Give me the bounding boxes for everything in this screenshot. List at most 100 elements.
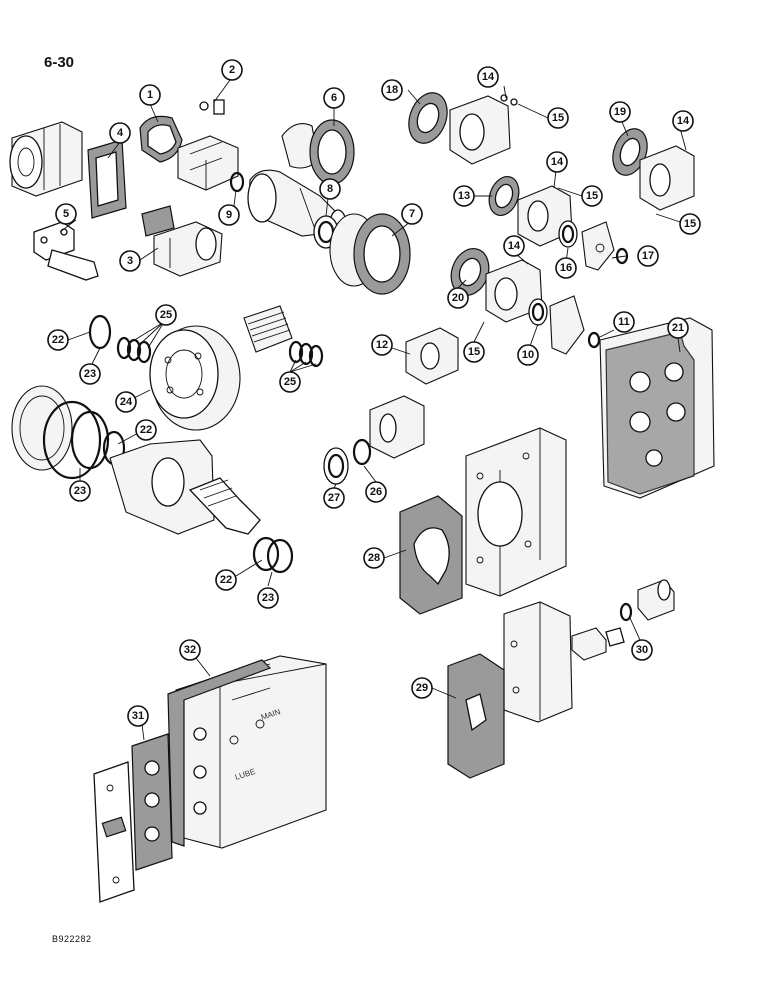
mounting-gasket-4 — [87, 139, 127, 219]
callout-18: 18 — [381, 79, 403, 101]
transmission-case-right — [599, 317, 715, 499]
callout-6: 6 — [323, 87, 345, 109]
callout-14-c: 14 — [546, 151, 568, 173]
clutch-hub — [11, 385, 102, 480]
callout-22-c-label: 22 — [220, 574, 232, 586]
callout-2: 2 — [221, 59, 243, 81]
plug-30 — [637, 579, 675, 621]
cover-plate — [93, 761, 135, 903]
callout-14-a-label: 14 — [482, 71, 495, 83]
callout-1: 1 — [139, 84, 161, 106]
callout-27-label: 27 — [328, 492, 340, 504]
valve-block: MAIN LUBE — [175, 655, 327, 849]
input-shaft — [109, 439, 261, 535]
clutch-drum-24 — [149, 325, 241, 431]
callout-25-a-label: 25 — [160, 309, 172, 321]
valve-plate-small — [141, 205, 175, 237]
callout-15-a-label: 15 — [552, 112, 564, 124]
callout-2-label: 2 — [229, 64, 235, 76]
callout-15-d-label: 15 — [468, 346, 480, 358]
callout-26: 26 — [365, 481, 387, 503]
callout-21-label: 21 — [672, 322, 684, 334]
callout-19-label: 19 — [614, 106, 626, 118]
snap-ring-26 — [352, 438, 372, 466]
callout-11: 11 — [613, 311, 635, 333]
callout-18-label: 18 — [386, 84, 398, 96]
callout-26-label: 26 — [370, 486, 382, 498]
callout-17: 17 — [637, 245, 659, 267]
drive-motor-assembly — [9, 121, 83, 197]
spring-pack — [243, 305, 293, 353]
o-ring-11 — [587, 331, 601, 349]
callout-31: 31 — [127, 705, 149, 727]
cover-middle — [517, 185, 573, 247]
callout-14-b-label: 14 — [677, 115, 690, 127]
piston-rings-25-right — [288, 340, 324, 368]
callout-3: 3 — [119, 250, 141, 272]
callout-27: 27 — [323, 487, 345, 509]
callout-15-b: 15 — [581, 185, 603, 207]
small-housing-top — [369, 395, 425, 459]
retainer-plate — [581, 221, 615, 271]
callout-23-b-label: 23 — [74, 485, 86, 497]
snap-ring-23-upper — [70, 410, 110, 470]
callout-15-c: 15 — [679, 213, 701, 235]
callout-25-b-label: 25 — [284, 376, 296, 388]
callout-24: 24 — [115, 391, 137, 413]
callout-16: 16 — [555, 257, 577, 279]
callout-21: 21 — [667, 317, 689, 339]
callout-14-d-label: 14 — [508, 240, 521, 252]
callout-28-label: 28 — [368, 552, 380, 564]
callout-22-b-label: 22 — [140, 424, 152, 436]
gasket-13 — [488, 176, 520, 216]
callout-14-d: 14 — [503, 235, 525, 257]
callout-15-d: 15 — [463, 341, 485, 363]
gasket-31 — [131, 733, 173, 871]
pump-housing-center — [465, 427, 567, 597]
callout-15-b-label: 15 — [586, 190, 598, 202]
callout-23-a-label: 23 — [84, 368, 96, 380]
callout-14-a: 14 — [477, 66, 499, 88]
callout-9: 9 — [218, 204, 240, 226]
callout-1-label: 1 — [147, 89, 153, 101]
callout-24-label: 24 — [120, 396, 133, 408]
callout-14-c-label: 14 — [551, 156, 564, 168]
callout-15-c-label: 15 — [684, 218, 696, 230]
callout-19: 19 — [609, 101, 631, 123]
callout-29-label: 29 — [416, 682, 428, 694]
callout-25-a: 25 — [155, 304, 177, 326]
cover-12 — [405, 327, 459, 385]
callout-4-label: 4 — [117, 127, 124, 139]
o-ring-17 — [615, 247, 629, 265]
callout-23-c: 23 — [257, 587, 279, 609]
callout-30-label: 30 — [636, 644, 648, 656]
relief-valve — [571, 627, 625, 661]
valve-body-29 — [503, 601, 573, 723]
valve-body-upper — [177, 99, 239, 191]
drawing-code: B922282 — [52, 934, 92, 944]
callout-28: 28 — [363, 547, 385, 569]
callout-12: 12 — [371, 334, 393, 356]
lower-pump-body — [153, 221, 223, 277]
gasket-6 — [281, 119, 355, 185]
callout-20: 20 — [447, 287, 469, 309]
callout-10: 10 — [517, 344, 539, 366]
gasket-28 — [399, 495, 463, 615]
callout-12-label: 12 — [376, 339, 388, 351]
callout-13-label: 13 — [458, 190, 470, 202]
callout-4: 4 — [109, 122, 131, 144]
callout-11-label: 11 — [618, 316, 630, 328]
callout-5-label: 5 — [63, 208, 69, 220]
snap-rings-lower — [252, 536, 294, 574]
cover-gasket-1 — [139, 115, 183, 163]
callout-23-a: 23 — [79, 363, 101, 385]
callout-22-a-label: 22 — [52, 334, 64, 346]
cover-right — [639, 145, 695, 211]
callout-31-label: 31 — [132, 710, 144, 722]
leader-lines — [59, 79, 687, 741]
callout-30: 30 — [631, 639, 653, 661]
gasket-20 — [450, 248, 490, 296]
retainer-plate-lower — [549, 295, 585, 355]
callout-8-label: 8 — [327, 183, 333, 195]
